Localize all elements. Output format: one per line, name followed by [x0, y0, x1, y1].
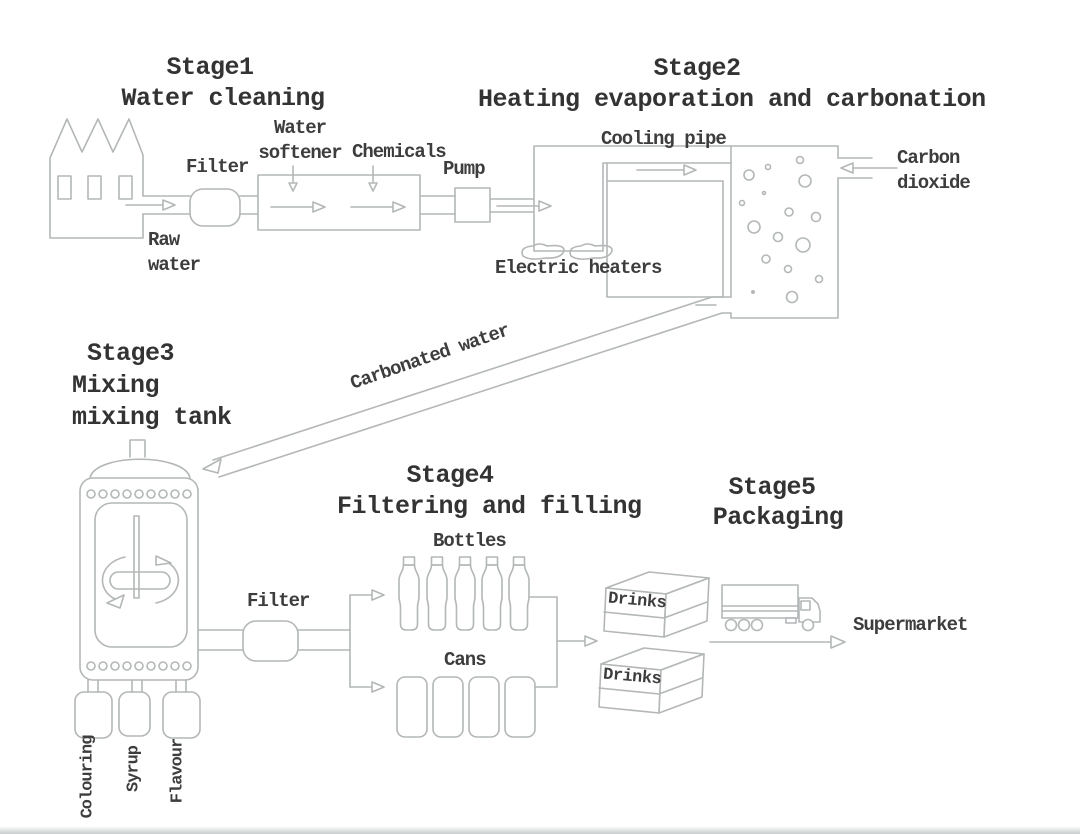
mixing-tank-icon [79, 439, 199, 681]
stage4-title: Stage4 [406, 461, 494, 490]
electric-heaters-icon [521, 243, 613, 260]
stage3-title: Stage3 [87, 339, 175, 368]
carbon-dioxide-line2: dioxide [897, 172, 971, 194]
stage3-subtitle-line1: Mixing [72, 371, 160, 400]
stirrer-icon [101, 515, 180, 609]
factory-building-icon [49, 118, 144, 239]
cans-row-icon [396, 676, 536, 738]
carbonation-tank [730, 145, 898, 319]
stage2-subtitle: Heating evaporation and carbonation [478, 85, 986, 114]
carbon-dioxide-line1: Carbon [897, 147, 960, 169]
bubbles [738, 155, 824, 304]
raw-water-line2: water [148, 254, 201, 276]
cooling-pipe-label: Cooling pipe [601, 128, 727, 150]
chemicals-label: Chemicals [352, 141, 447, 163]
filter-stage1-label: Filter [186, 156, 249, 178]
supermarket-arrow [709, 635, 846, 649]
water-softener-tank [257, 165, 456, 231]
stage3-subtitle-line2: mixing tank [72, 403, 232, 432]
supermarket-label: Supermarket [853, 614, 968, 636]
tank-bottom-bolts [86, 661, 192, 671]
carbon-dioxide-label: Carbon dioxide [897, 146, 971, 196]
stage2-title: Stage2 [653, 54, 741, 83]
flavour-tank-icon [162, 691, 201, 739]
electric-heaters-label: Electric heaters [495, 257, 662, 279]
pump-icon [454, 187, 552, 223]
water-softener-line1: Water [273, 117, 327, 139]
colouring-tank-icon [74, 691, 113, 739]
stage5-subtitle: Packaging [712, 503, 844, 532]
bottles-row-icon [398, 556, 530, 631]
filter-stage4-label: Filter [247, 590, 310, 612]
stage1-subtitle: Water cleaning [121, 84, 325, 113]
tank-top-bolts [86, 489, 192, 499]
pump-label: Pump [443, 158, 486, 180]
truck-icon [721, 584, 821, 632]
cans-label: Cans [444, 649, 487, 671]
bottles-label: Bottles [433, 530, 507, 552]
drinks-box-bottom-label: Drinks [602, 665, 662, 690]
filter-stage4-icon [197, 620, 351, 662]
water-softener-label: Water softener [240, 116, 360, 166]
raw-water-line1: Raw [148, 229, 180, 251]
drinks-box-bottom-icon [598, 647, 705, 714]
stage4-subtitle: Filtering and filling [337, 492, 642, 521]
split-pipes [349, 589, 385, 693]
raw-water-label: Raw water [148, 228, 201, 278]
carbonated-water-pipe [202, 296, 732, 478]
water-softener-line2: softener [258, 142, 342, 164]
converge-pipes [528, 596, 598, 688]
syrup-label: Syrup [124, 745, 144, 793]
filter-stage1-icon [189, 188, 259, 227]
syrup-tank-icon [118, 691, 151, 737]
image-bottom-edge [0, 826, 1080, 834]
ingredient-tanks [74, 679, 201, 739]
flavour-label: Flavour [168, 738, 188, 804]
colouring-label: Colouring [78, 735, 98, 819]
drinks-box-top-icon [603, 571, 710, 638]
stage5-title: Stage5 [728, 473, 816, 502]
drinks-box-top-label: Drinks [607, 589, 667, 614]
stage1-title: Stage1 [166, 53, 254, 82]
raw-water-pipe [125, 195, 191, 215]
